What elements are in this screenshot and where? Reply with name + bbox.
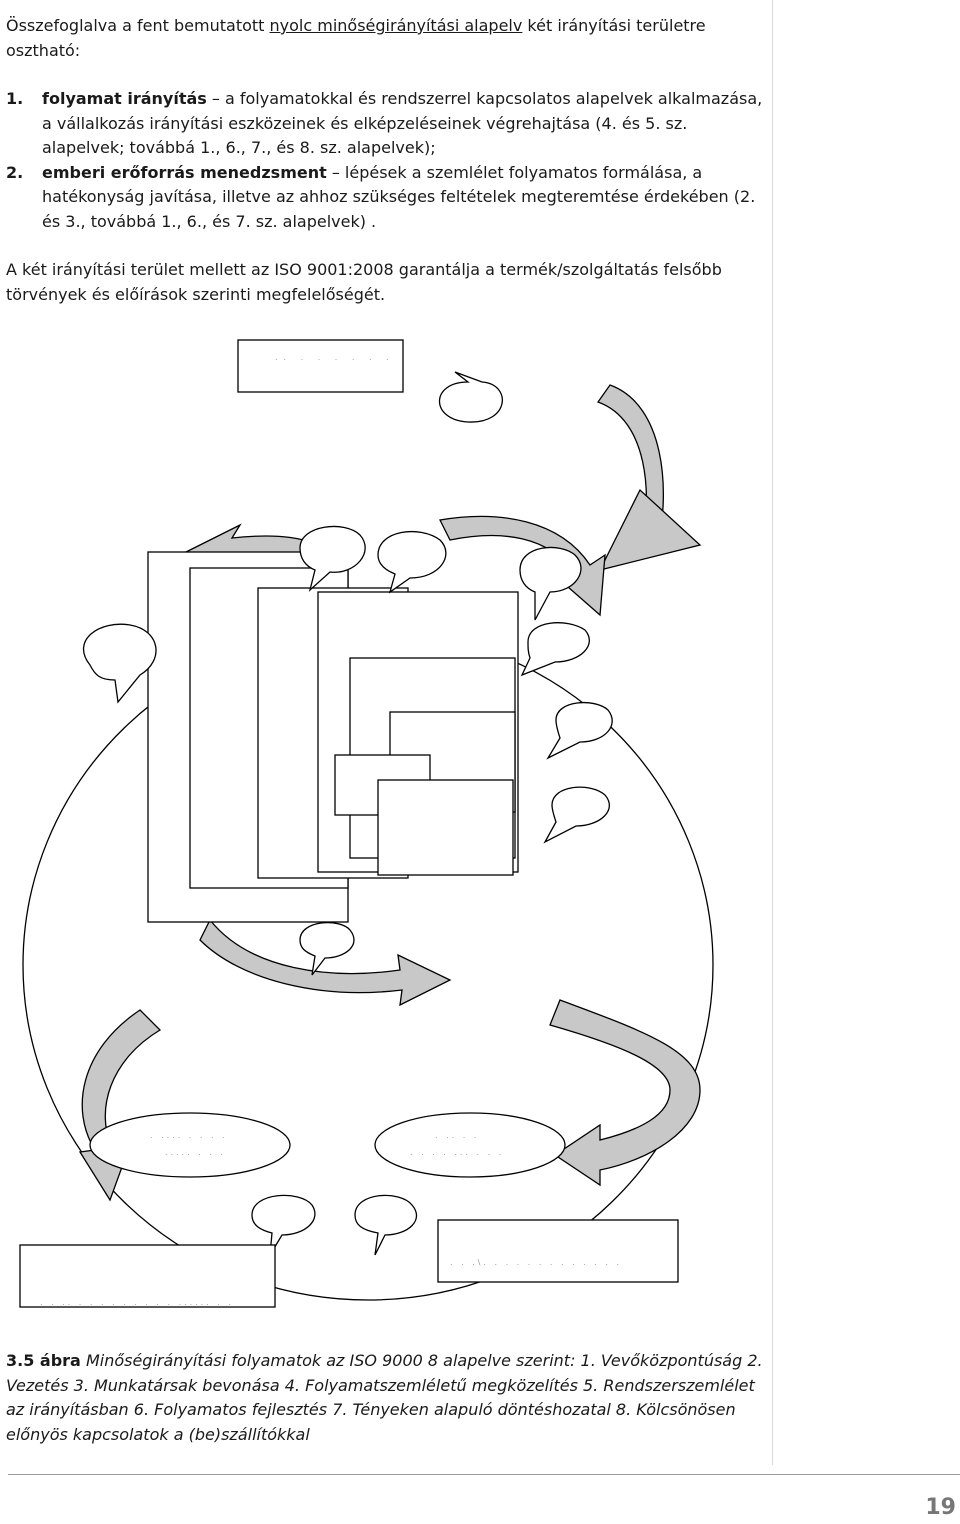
svg-text:..... . . .: ..... . . . (165, 1148, 226, 1157)
callout-right-3 (546, 701, 613, 760)
callout-left (82, 623, 157, 704)
top-box (237, 339, 404, 393)
inner-bottom-arrow (199, 918, 452, 1007)
svg-text:. . . . ... . . .: . . . . ... . . . (410, 1148, 504, 1157)
callout-bottom-left (251, 1194, 316, 1256)
inner-top-arrow (439, 515, 606, 617)
callout-right-2 (520, 622, 590, 677)
svg-text:. .. . .: . .. . . (435, 1131, 479, 1140)
bottom-box-left (19, 1244, 276, 1308)
callout-bottom-right (354, 1194, 418, 1256)
callout-right-1 (519, 546, 582, 621)
bottom-ellipse-right (374, 1112, 566, 1178)
principles-link[interactable]: nyolc minőségirányítási alapelv (269, 16, 523, 35)
caption-label: 3.5 ábra (6, 1351, 81, 1370)
top-callout (439, 371, 503, 423)
callout-top-1 (299, 525, 366, 592)
svg-text:.. . . . . . .: .. . . . . . . (275, 353, 395, 362)
list-item-term: emberi erőforrás menedzsment (42, 162, 327, 182)
bottom-box-right (437, 1219, 679, 1283)
page-number: 19 (925, 1495, 956, 1520)
intro-paragraph: Összefoglalva a fent bemutatott nyolc mi… (6, 16, 706, 60)
iso-paragraph: A két irányítási terület mellett az ISO … (6, 260, 722, 304)
figure-caption: 3.5 ábra Minőségirányítási folyamatok az… (6, 1351, 763, 1444)
callout-right-4 (543, 786, 610, 844)
list-item-term: folyamat irányítás (42, 89, 207, 108)
management-areas-list: 1.folyamat irányítás – a folyamatokkal é… (6, 87, 770, 234)
svg-text:. . .. . . . . . . . . . .....: . . .. . . . . . . . . . ...... . . (40, 1298, 234, 1307)
page-margin-line (772, 0, 773, 1465)
footer-rule (8, 1474, 960, 1475)
svg-text:. .... . . . .: . .... . . . . (150, 1131, 228, 1140)
callout-top-2 (377, 530, 447, 594)
svg-text:. . .\. . . . . . . . . . . .: . . .\. . . . . . . . . . . . . (450, 1258, 622, 1267)
callout-bottom-center (299, 921, 355, 976)
bottom-ellipse-left (89, 1112, 291, 1178)
list-item: 2.emberi erőforrás menedzsment – lépések… (6, 162, 756, 231)
list-item: 1.folyamat irányítás – a folyamatokkal é… (6, 89, 763, 157)
bottom-right-arrow (549, 999, 701, 1187)
quality-process-diagram: .. . . . . . . . .... . . . . ..... . . … (19, 339, 714, 1308)
